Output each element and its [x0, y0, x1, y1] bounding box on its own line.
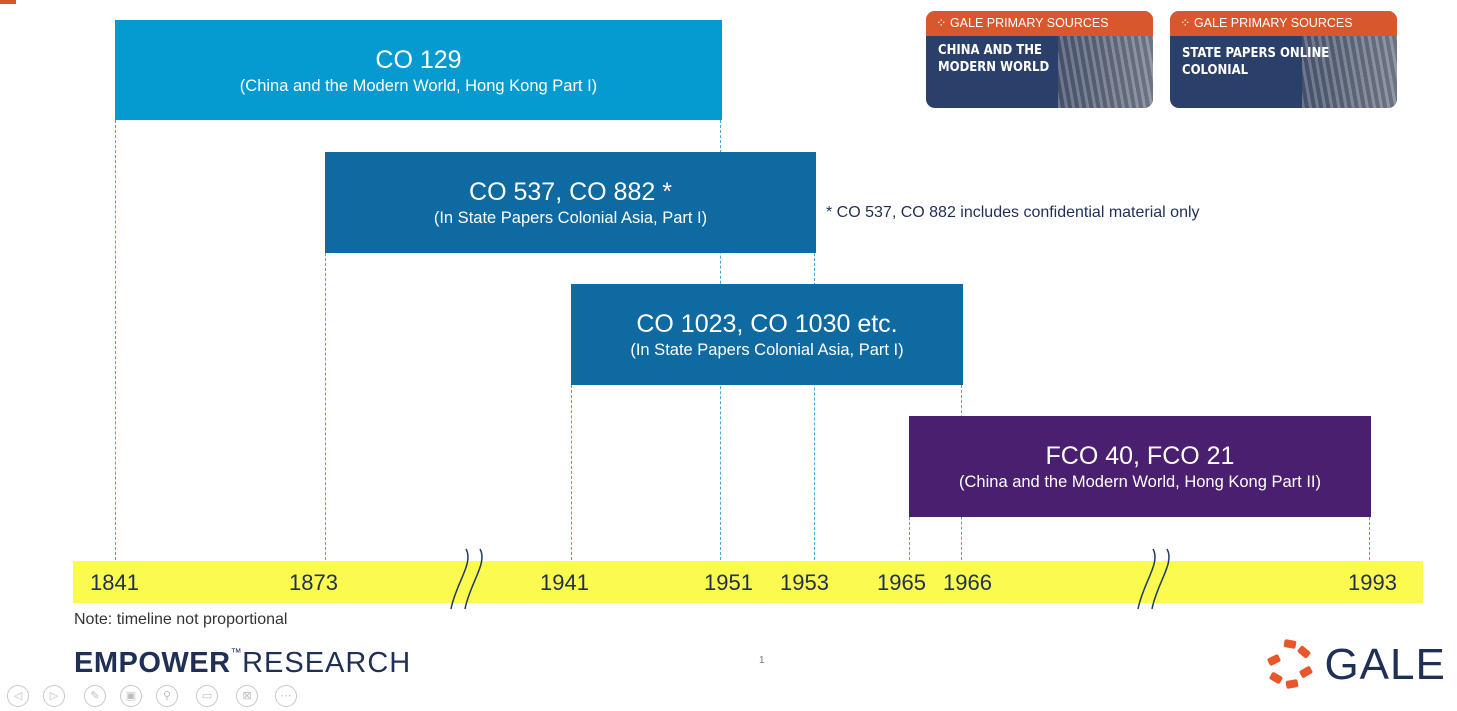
bar-subtitle: (China and the Modern World, Hong Kong P… — [115, 75, 722, 97]
page-number: 1 — [759, 655, 765, 666]
next-icon[interactable]: ▷ — [43, 685, 65, 707]
card-title-line: CHINA AND THE — [938, 42, 1153, 59]
gale-star-icon — [1262, 636, 1320, 694]
year-label: 1966 — [943, 570, 992, 596]
bar-co129: CO 129 (China and the Modern World, Hong… — [115, 20, 722, 120]
bar-title: CO 129 — [115, 45, 722, 75]
bar-subtitle: (China and the Modern World, Hong Kong P… — [909, 471, 1371, 493]
bar-co1023: CO 1023, CO 1030 etc. (In State Papers C… — [571, 284, 963, 385]
corner-mark — [0, 0, 16, 4]
subtitles-icon[interactable]: ▭ — [196, 685, 218, 707]
card-header: ⁘ GALE PRIMARY SOURCES — [926, 11, 1153, 36]
guide-1941 — [571, 385, 572, 560]
guide-1873 — [325, 253, 326, 560]
timeline-note: Note: timeline not proportional — [74, 611, 287, 629]
footnote: * CO 537, CO 882 includes confidential m… — [826, 204, 1200, 222]
card-header-label: GALE PRIMARY SOURCES — [950, 16, 1109, 30]
year-label: 1951 — [704, 570, 753, 596]
gale-logo: GALE — [1262, 636, 1446, 696]
gale-wordmark: GALE — [1324, 640, 1445, 689]
card-title: STATE PAPERS ONLINE COLONIAL — [1170, 36, 1397, 79]
bar-title: CO 1023, CO 1030 etc. — [571, 309, 963, 339]
year-label: 1941 — [540, 570, 589, 596]
previous-icon[interactable]: ◁ — [7, 685, 29, 707]
empower-research-logo: EMPOWER™RESEARCH — [74, 647, 411, 680]
camera-off-icon[interactable]: ⊠ — [236, 685, 258, 707]
gale-star-icon: ⁘ — [1180, 16, 1194, 30]
card-header: ⁘ GALE PRIMARY SOURCES — [1170, 11, 1397, 36]
more-icon[interactable]: ⋯ — [275, 685, 297, 707]
pen-icon[interactable]: ✎ — [84, 685, 106, 707]
year-label: 1993 — [1348, 570, 1397, 596]
bar-subtitle: (In State Papers Colonial Asia, Part I) — [325, 207, 816, 229]
product-card-china-modern-world[interactable]: ⁘ GALE PRIMARY SOURCES CHINA AND THE MOD… — [926, 11, 1153, 108]
logo-research: RESEARCH — [242, 647, 411, 679]
year-label: 1841 — [90, 570, 139, 596]
gale-star-icon: ⁘ — [936, 16, 950, 30]
logo-empower: EMPOWER — [74, 647, 231, 679]
guide-1993 — [1369, 517, 1370, 560]
year-label: 1873 — [289, 570, 338, 596]
timeline-break-mark — [1133, 543, 1179, 615]
year-label: 1965 — [877, 570, 926, 596]
zoom-icon[interactable]: ⚲ — [156, 685, 178, 707]
product-card-state-papers-colonial[interactable]: ⁘ GALE PRIMARY SOURCES STATE PAPERS ONLI… — [1170, 11, 1397, 108]
timeline-break-mark — [446, 543, 492, 615]
bar-fco40: FCO 40, FCO 21 (China and the Modern Wor… — [909, 416, 1371, 517]
year-label: 1953 — [780, 570, 829, 596]
guide-1841 — [115, 120, 116, 560]
card-title-line: STATE PAPERS ONLINE — [1182, 45, 1397, 62]
bar-title: FCO 40, FCO 21 — [909, 441, 1371, 471]
card-header-label: GALE PRIMARY SOURCES — [1194, 16, 1353, 30]
card-title: CHINA AND THE MODERN WORLD — [926, 36, 1153, 76]
bar-subtitle: (In State Papers Colonial Asia, Part I) — [571, 339, 963, 361]
bar-title: CO 537, CO 882 * — [325, 177, 816, 207]
bar-co537: CO 537, CO 882 * (In State Papers Coloni… — [325, 152, 816, 253]
card-title-line: COLONIAL — [1182, 62, 1397, 79]
card-title-line: MODERN WORLD — [938, 59, 1153, 76]
gallery-icon[interactable]: ▣ — [120, 685, 142, 707]
logo-tm: ™ — [231, 647, 243, 659]
guide-1965 — [909, 517, 910, 560]
